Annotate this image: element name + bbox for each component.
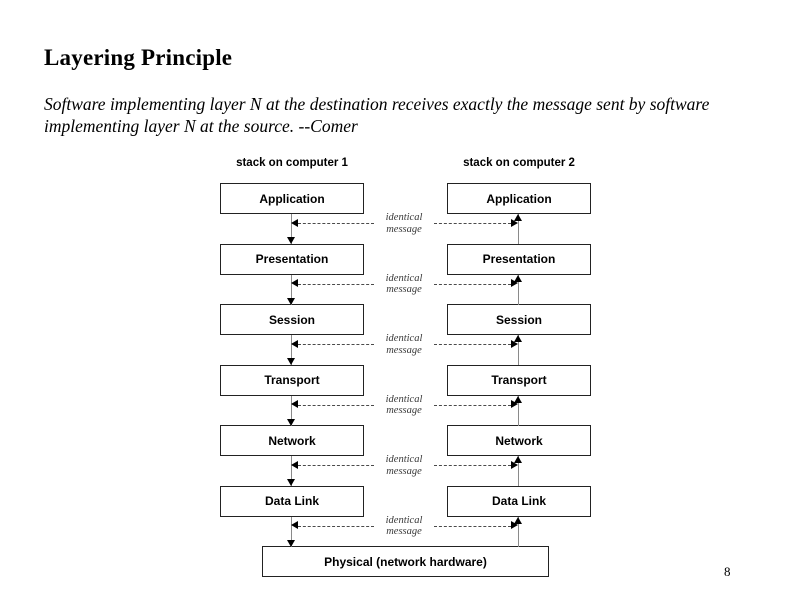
dash-line-right-5 bbox=[434, 465, 511, 466]
arrow-down-left-2 bbox=[287, 297, 295, 305]
dash-line-right-6 bbox=[434, 525, 511, 527]
layer-box-physical[interactable]: Physical (network hardware) bbox=[262, 546, 549, 577]
layer-box-left-transport[interactable]: Transport bbox=[220, 364, 364, 396]
arrow-right-6 bbox=[511, 521, 518, 530]
arrow-left-2 bbox=[291, 279, 298, 288]
layer-box-right-application[interactable]: Application bbox=[447, 183, 591, 214]
arrow-left-1 bbox=[291, 218, 298, 227]
layer-box-right-data-link[interactable]: Data Link bbox=[447, 485, 591, 517]
dash-line-left-6 bbox=[298, 525, 374, 527]
arrow-up-right-3 bbox=[514, 335, 522, 342]
message-label-1-line2: message bbox=[386, 223, 422, 235]
arrow-left-4 bbox=[291, 400, 298, 409]
dash-line-left-1 bbox=[298, 223, 374, 224]
dash-line-right-2 bbox=[434, 283, 511, 285]
message-label-6: identical message bbox=[361, 515, 447, 538]
message-label-5-line2: message bbox=[386, 465, 422, 477]
message-label-6-line1: identical bbox=[385, 514, 423, 526]
rail-left-6 bbox=[290, 516, 292, 547]
rail-right-4 bbox=[517, 395, 519, 426]
message-label-1-line1: identical bbox=[385, 212, 423, 223]
arrow-up-right-1 bbox=[514, 214, 522, 221]
rail-right-1 bbox=[517, 214, 519, 244]
message-label-5: identical message bbox=[361, 454, 447, 477]
dash-line-left-3 bbox=[298, 344, 374, 345]
arrow-up-right-2 bbox=[514, 274, 522, 282]
stack-header-computer-2: stack on computer 2 bbox=[463, 157, 575, 169]
arrow-right-2 bbox=[511, 279, 518, 288]
dash-line-right-1 bbox=[434, 223, 511, 224]
message-label-1: identical message bbox=[361, 212, 447, 235]
arrow-right-3 bbox=[511, 339, 518, 348]
message-label-5-line1: identical bbox=[385, 454, 423, 465]
rail-right-5 bbox=[517, 456, 519, 486]
arrow-up-right-6 bbox=[514, 516, 522, 524]
layering-diagram: stack on computer 1 stack on computer 2 … bbox=[0, 150, 792, 590]
arrow-down-left-6 bbox=[287, 539, 295, 547]
rail-left-5 bbox=[290, 456, 292, 486]
rail-right-6 bbox=[517, 516, 519, 547]
dash-line-left-5 bbox=[298, 465, 374, 466]
message-label-4-line2: message bbox=[386, 405, 422, 416]
rail-left-3 bbox=[290, 335, 292, 365]
message-label-3-line1: identical bbox=[385, 333, 423, 344]
arrow-right-4 bbox=[511, 400, 518, 409]
rail-right-2 bbox=[517, 274, 519, 305]
arrow-down-left-1 bbox=[287, 237, 295, 244]
dash-line-right-3 bbox=[434, 344, 511, 345]
arrow-right-5 bbox=[511, 460, 518, 469]
rail-left-4 bbox=[290, 395, 292, 426]
dash-line-left-4 bbox=[298, 404, 374, 406]
page-number: 8 bbox=[724, 564, 731, 579]
message-label-2: identical message bbox=[361, 273, 447, 296]
layer-box-left-network[interactable]: Network bbox=[220, 425, 364, 456]
message-label-6-line2: message bbox=[386, 526, 422, 537]
message-label-4-line1: identical bbox=[385, 393, 423, 405]
arrow-up-right-5 bbox=[514, 456, 522, 463]
arrow-right-1 bbox=[511, 218, 518, 227]
layer-box-right-session[interactable]: Session bbox=[447, 304, 591, 335]
arrow-left-3 bbox=[291, 339, 298, 348]
arrow-up-right-4 bbox=[514, 395, 522, 403]
arrow-left-6 bbox=[291, 521, 298, 530]
arrow-down-left-5 bbox=[287, 479, 295, 486]
arrow-left-5 bbox=[291, 460, 298, 469]
dash-line-left-2 bbox=[298, 283, 374, 285]
message-label-3-line2: message bbox=[386, 344, 422, 356]
arrow-down-left-3 bbox=[287, 358, 295, 365]
page-title: Layering Principle bbox=[44, 45, 233, 70]
layer-box-left-session[interactable]: Session bbox=[220, 304, 364, 335]
message-label-3: identical message bbox=[361, 333, 447, 356]
dash-line-right-4 bbox=[434, 404, 511, 406]
message-label-4: identical message bbox=[361, 394, 447, 417]
arrow-down-left-4 bbox=[287, 418, 295, 426]
stack-header-computer-1: stack on computer 1 bbox=[236, 157, 348, 169]
message-label-2-line1: identical bbox=[385, 272, 423, 284]
rail-left-2 bbox=[290, 274, 292, 305]
rail-right-3 bbox=[517, 335, 519, 365]
layer-box-left-data-link[interactable]: Data Link bbox=[220, 485, 364, 517]
slide-body-text: Software implementing layer N at the des… bbox=[44, 94, 710, 136]
layer-box-right-presentation[interactable]: Presentation bbox=[447, 243, 591, 275]
rail-left-1 bbox=[290, 214, 292, 244]
layer-box-left-presentation[interactable]: Presentation bbox=[220, 243, 364, 275]
layer-box-right-transport[interactable]: Transport bbox=[447, 364, 591, 396]
message-label-2-line2: message bbox=[386, 284, 422, 295]
layer-box-left-application[interactable]: Application bbox=[220, 183, 364, 214]
layer-box-right-network[interactable]: Network bbox=[447, 425, 591, 456]
